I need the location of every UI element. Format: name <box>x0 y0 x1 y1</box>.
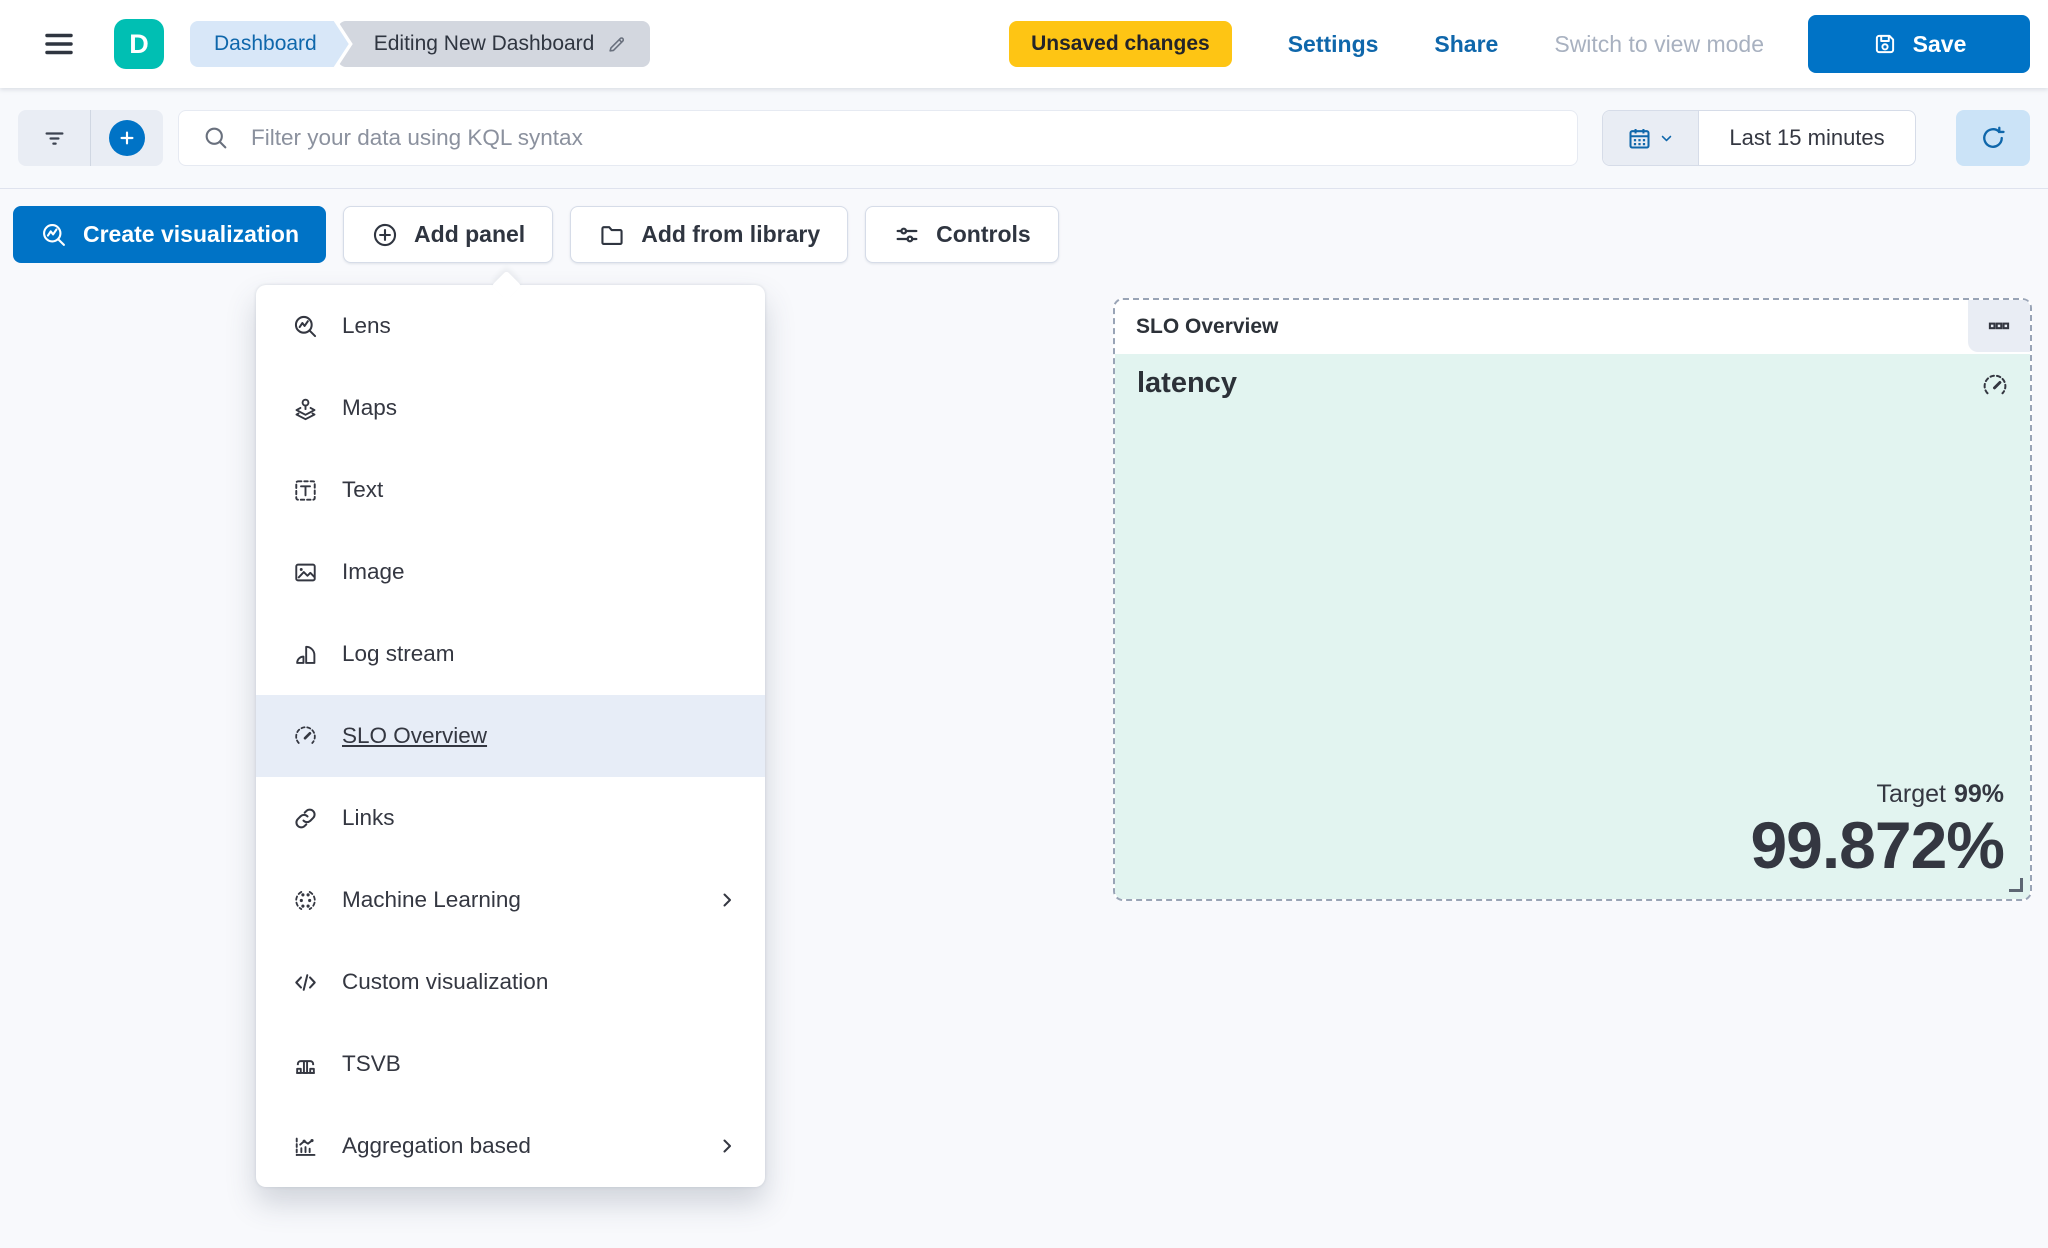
unsaved-changes-badge: Unsaved changes <box>1009 21 1232 67</box>
save-button[interactable]: Save <box>1808 15 2030 73</box>
menu-item-log-stream[interactable]: Log stream <box>256 613 765 695</box>
hamburger-icon <box>42 27 76 61</box>
search-icon <box>202 124 230 152</box>
breadcrumb: Dashboard Editing New Dashboard <box>190 21 651 67</box>
kql-search-box <box>178 110 1578 166</box>
create-visualization-button[interactable]: Create visualization <box>13 206 327 263</box>
menu-item-image[interactable]: Image <box>256 531 765 613</box>
target-value: 99% <box>1953 780 2004 809</box>
lens-icon <box>40 221 68 249</box>
filter-menu-button[interactable] <box>18 110 91 166</box>
plus-circle-icon <box>371 221 399 249</box>
menu-item-label: Custom visualization <box>342 969 549 994</box>
lens-icon <box>292 313 319 340</box>
sli-value: 99.872% <box>1750 808 2005 883</box>
add-panel-button[interactable]: Add panel <box>343 206 554 263</box>
menu-item-label: Text <box>342 477 384 502</box>
filter-icon <box>41 125 68 152</box>
search-input[interactable] <box>178 110 1578 166</box>
sliders-icon <box>893 221 921 249</box>
menu-item-label: Aggregation based <box>342 1133 531 1158</box>
breadcrumb-label: Editing New Dashboard <box>373 32 595 55</box>
time-range-label: Last 15 minutes <box>1729 125 1885 150</box>
menu-item-label: TSVB <box>342 1051 401 1076</box>
menu-item-tsvb[interactable]: TSVB <box>256 1023 765 1105</box>
save-icon <box>1872 31 1898 57</box>
breadcrumb-editing-dashboard[interactable]: Editing New Dashboard <box>337 21 651 67</box>
text-icon <box>292 477 319 504</box>
dashboard-toolbar: Create visualization Add panel Add from … <box>13 206 1059 263</box>
maps-icon <box>292 395 319 422</box>
menu-item-text[interactable]: Text <box>256 449 765 531</box>
add-panel-label: Add panel <box>414 221 526 247</box>
settings-button[interactable]: Settings <box>1287 30 1379 57</box>
machine-learning-icon <box>292 887 319 914</box>
plus-circle-icon <box>109 120 145 156</box>
refresh-button[interactable] <box>1956 110 2030 166</box>
panel-options-button[interactable] <box>1968 300 2030 352</box>
breadcrumb-dashboard[interactable]: Dashboard <box>190 21 349 67</box>
menu-item-label: SLO Overview <box>342 723 488 748</box>
time-range-value[interactable]: Last 15 minutes <box>1699 111 1915 165</box>
query-bar: Last 15 minutes <box>0 88 2048 189</box>
switch-view-mode-button[interactable]: Switch to view mode <box>1554 30 1764 57</box>
gauge-icon <box>292 723 319 750</box>
code-icon <box>292 969 319 996</box>
slo-name: latency <box>1137 367 1237 399</box>
filter-controls <box>18 110 163 166</box>
refresh-icon <box>1979 124 2007 152</box>
menu-item-label: Lens <box>342 313 391 338</box>
panel-title: SLO Overview <box>1136 315 1279 338</box>
panel-resize-handle[interactable] <box>2009 878 2023 892</box>
menu-item-machine-learning[interactable]: Machine Learning <box>256 859 765 941</box>
image-icon <box>292 559 319 586</box>
chevron-down-icon <box>1657 129 1676 148</box>
unsaved-changes-label: Unsaved changes <box>1031 32 1210 55</box>
gauge-icon <box>1980 371 2010 401</box>
menu-item-label: Maps <box>342 395 398 420</box>
controls-label: Controls <box>936 221 1031 247</box>
menu-item-custom-visualization[interactable]: Custom visualization <box>256 941 765 1023</box>
top-navigation-bar: D Dashboard Editing New Dashboard Unsave… <box>0 0 2048 88</box>
add-from-library-button[interactable]: Add from library <box>570 206 849 263</box>
add-from-library-label: Add from library <box>641 221 821 247</box>
menu-item-label: Machine Learning <box>342 887 521 912</box>
menu-item-label: Log stream <box>342 641 455 666</box>
link-icon <box>292 805 319 832</box>
main-menu-button[interactable] <box>36 21 82 67</box>
chevron-right-icon <box>715 888 739 912</box>
menu-item-lens[interactable]: Lens <box>256 285 765 367</box>
aggregation-icon <box>292 1133 319 1160</box>
panel-menu-icon <box>1986 313 2012 339</box>
time-range-calendar-button[interactable] <box>1603 111 1699 165</box>
add-panel-menu: Lens Maps Text Image Log stream SLO Over… <box>256 270 765 1187</box>
space-avatar-letter: D <box>129 28 149 59</box>
controls-button[interactable]: Controls <box>865 206 1059 263</box>
menu-item-aggregation-based[interactable]: Aggregation based <box>256 1105 765 1187</box>
add-filter-button[interactable] <box>91 110 163 166</box>
log-stream-icon <box>292 641 319 668</box>
breadcrumb-label: Dashboard <box>214 32 317 55</box>
folder-icon <box>598 221 626 249</box>
pencil-icon <box>606 33 628 55</box>
calendar-icon <box>1626 125 1653 152</box>
chevron-right-icon <box>715 1134 739 1158</box>
menu-item-links[interactable]: Links <box>256 777 765 859</box>
menu-item-maps[interactable]: Maps <box>256 367 765 449</box>
menu-item-label: Links <box>342 805 395 830</box>
create-visualization-label: Create visualization <box>83 221 300 247</box>
share-button[interactable]: Share <box>1434 30 1499 57</box>
tsvb-icon <box>292 1051 319 1078</box>
space-avatar[interactable]: D <box>114 19 164 69</box>
menu-item-slo-overview[interactable]: SLO Overview <box>256 695 765 777</box>
time-range-picker: Last 15 minutes <box>1602 110 1916 166</box>
save-label: Save <box>1912 30 1967 57</box>
panel-header: SLO Overview <box>1115 300 2030 354</box>
menu-item-label: Image <box>342 559 405 584</box>
target-label: Target <box>1876 780 1946 809</box>
